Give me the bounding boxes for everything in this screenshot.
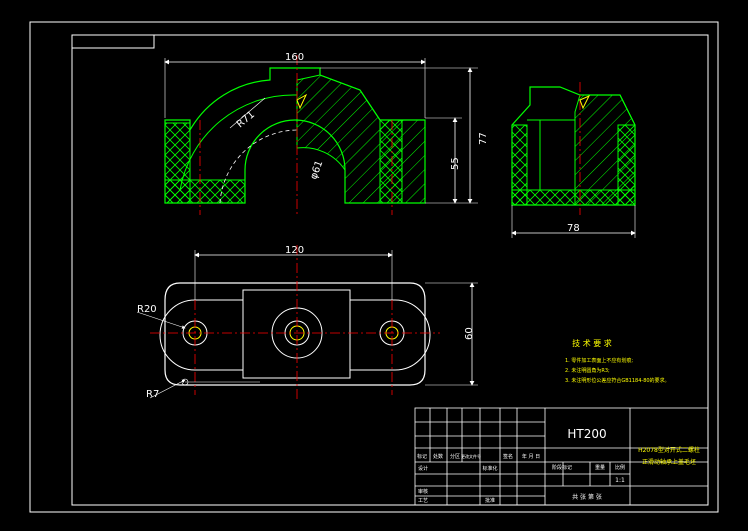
drawing-number-box: [71, 34, 155, 49]
sheet-count: 共 张 第 张: [572, 493, 602, 501]
header-label-1: 处数: [433, 453, 443, 460]
row-label-standard: 标准化: [482, 465, 497, 472]
dim-end-radius: R20: [137, 304, 157, 315]
part-name-line-2: 正滑动轴承上盖毛坯: [642, 458, 696, 466]
plan-view: [136, 245, 478, 400]
tech-req-item-2: 2. 未注明圆角为R3;: [565, 367, 610, 374]
dim-bore: φ61: [308, 159, 325, 181]
scale-value: 1:1: [615, 477, 625, 484]
tech-req-title: 技 术 要 求: [572, 338, 612, 348]
dim-top-width: 160: [285, 52, 304, 63]
dim-radius-outer: R71: [235, 109, 257, 130]
row-label-process: 工艺: [418, 498, 428, 504]
header-label-4: 签名: [503, 453, 513, 460]
row-label-approve: 批准: [485, 497, 495, 504]
mid-label-scale: 比例: [615, 464, 625, 471]
dim-inner-height: 55: [450, 157, 461, 170]
tech-req-item-3: 3. 未注明形位公差应符合GB1184-80的要求。: [565, 377, 670, 384]
header-label-2: 分区: [450, 453, 460, 460]
header-label-3: 更改文件号: [461, 453, 481, 459]
dim-total-height: 77: [478, 132, 489, 145]
row-label-review: 审核: [418, 488, 428, 495]
header-label-0: 标记: [417, 453, 427, 460]
mid-label-stage: 阶段标记: [552, 464, 572, 471]
tech-req-item-1: 1. 零件加工表面上不应有划痕;: [565, 357, 633, 364]
mid-label-weight: 重量: [595, 464, 605, 471]
header-label-5: 年 月 日: [522, 453, 540, 460]
inner-border: [71, 34, 709, 506]
title-block: [414, 407, 709, 506]
side-view: [511, 82, 636, 238]
material-label: HT200: [567, 427, 606, 441]
dim-side-width: 78: [567, 223, 580, 234]
front-view: [164, 55, 478, 215]
row-label-design: 设计: [418, 465, 428, 472]
dim-plan-width: 60: [464, 327, 475, 340]
part-name-line-1: H2078型对开式二螺柱: [638, 446, 700, 454]
outer-border: [29, 21, 719, 513]
dim-plan-length: 120: [285, 245, 304, 256]
dim-fillet-radius: R7: [146, 389, 159, 400]
